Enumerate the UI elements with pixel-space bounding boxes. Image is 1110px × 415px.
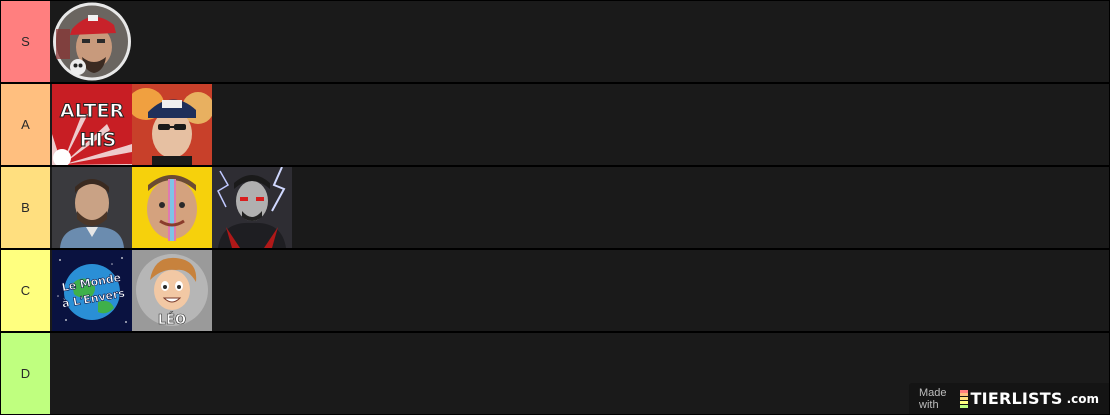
made-with-text: Made with xyxy=(919,386,947,411)
leo-text: LÉO xyxy=(158,312,186,328)
tier-row-s: S xyxy=(1,1,1109,82)
alter-text: ALTER xyxy=(60,100,125,122)
man-with-cap-and-glasses[interactable] xyxy=(132,84,212,165)
tier-label-text: S xyxy=(21,34,30,49)
tier-label-text: A xyxy=(21,117,30,132)
tierlists-brand: TIERLISTS xyxy=(970,389,1063,408)
tier-label-text: C xyxy=(20,283,31,298)
tier-label-a[interactable]: A xyxy=(1,84,50,165)
tier-label-d[interactable]: D xyxy=(1,333,50,414)
tier-row-c: C Le Monde à L'Envers xyxy=(1,250,1109,331)
bearded-man-portrait[interactable] xyxy=(52,167,132,248)
tier-row-b: B xyxy=(1,167,1109,248)
split-brain-face[interactable] xyxy=(132,167,212,248)
lightning-demon-man[interactable] xyxy=(212,167,292,248)
tierlists-watermark[interactable]: Made with TIERLISTS .com xyxy=(909,383,1109,414)
tier-row-a: A ALTER HIS xyxy=(1,84,1109,165)
tierlists-bars-icon xyxy=(959,389,968,408)
tier-label-b[interactable]: B xyxy=(1,167,50,248)
tier-label-s[interactable]: S xyxy=(1,1,50,82)
tier-content-s[interactable] xyxy=(50,1,1109,82)
tier-content-b[interactable] xyxy=(50,167,1109,248)
tier-content-a[interactable]: ALTER HIS xyxy=(50,84,1109,165)
tier-label-text: D xyxy=(20,366,31,381)
tier-content-c[interactable]: Le Monde à L'Envers LÉO xyxy=(50,250,1109,331)
tier-label-text: B xyxy=(21,200,30,215)
tierlists-domain: .com xyxy=(1066,391,1099,406)
his-text: HIS xyxy=(80,129,117,151)
alter-his-thumbnail[interactable]: ALTER HIS xyxy=(52,84,132,165)
tier-label-c[interactable]: C xyxy=(1,250,50,331)
avatar-red-cap-man[interactable] xyxy=(52,1,132,82)
le-monde-a-l-envers-logo[interactable]: Le Monde à L'Envers xyxy=(52,250,132,331)
cartoon-leo-avatar[interactable]: LÉO xyxy=(132,250,212,331)
tierlists-logo: TIERLISTS .com xyxy=(959,389,1099,408)
